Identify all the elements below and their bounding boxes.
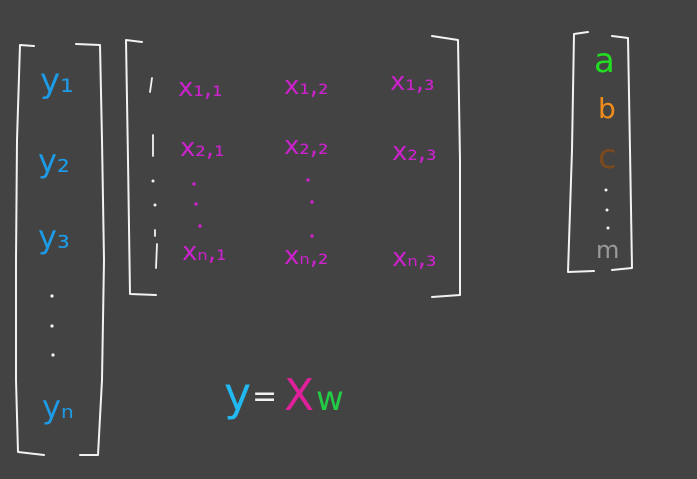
y-vector-left-bracket	[15, 44, 45, 456]
x-ellipsis-dot	[194, 202, 198, 206]
w-entry-m: m	[596, 236, 619, 264]
w-entry-a: a	[594, 41, 615, 81]
equation-equals: =	[252, 379, 277, 414]
x-entry-1-3: x₁,₃	[390, 67, 435, 97]
w-entry-c: c	[598, 137, 617, 177]
w-vector-right-bracket	[611, 35, 633, 271]
y-ellipsis-dot	[50, 294, 54, 298]
w-ellipsis-dot	[604, 188, 608, 192]
x-entry-2-3: x₂,₃	[392, 137, 437, 167]
x-matrix-row-dot	[151, 179, 155, 183]
y-entry-n: yₙ	[42, 388, 74, 426]
x-ellipsis-dot	[310, 234, 314, 238]
y-entry-3: y₃	[38, 218, 70, 256]
y-ellipsis-dot	[50, 324, 54, 328]
x-entry-n-1: xₙ,₁	[182, 237, 226, 267]
x-entry-2-1: x₂,₁	[180, 133, 225, 163]
x-ellipsis-dot	[306, 178, 310, 182]
equation-w: w	[316, 379, 344, 419]
equation-x: X	[284, 370, 314, 421]
y-vector-right-bracket	[75, 43, 105, 456]
x-entry-n-2: xₙ,₂	[284, 241, 328, 271]
x-ellipsis-dot	[198, 224, 202, 228]
x-matrix-right-bracket	[431, 35, 461, 298]
x-entry-2-2: x₂,₂	[284, 131, 329, 161]
x-matrix-row-mark	[155, 243, 158, 269]
x-matrix-left-bracket	[125, 39, 157, 296]
x-ellipsis-dot	[192, 182, 196, 186]
x-entry-1-1: x₁,₁	[178, 73, 223, 103]
x-entry-1-2: x₁,₂	[284, 71, 329, 101]
y-entry-2: y₂	[38, 142, 70, 180]
x-matrix-row-mark	[149, 77, 153, 93]
w-ellipsis-dot	[605, 208, 609, 212]
y-ellipsis-dot	[51, 353, 55, 357]
equation-y: y	[224, 367, 251, 421]
w-ellipsis-dot	[606, 226, 610, 230]
w-vector-left-bracket	[567, 31, 595, 273]
x-entry-n-3: xₙ,₃	[392, 243, 436, 273]
w-entry-b: b	[598, 92, 616, 125]
x-ellipsis-dot	[310, 200, 314, 204]
x-matrix-row-dot	[153, 203, 157, 207]
y-entry-1: y₁	[40, 61, 74, 101]
